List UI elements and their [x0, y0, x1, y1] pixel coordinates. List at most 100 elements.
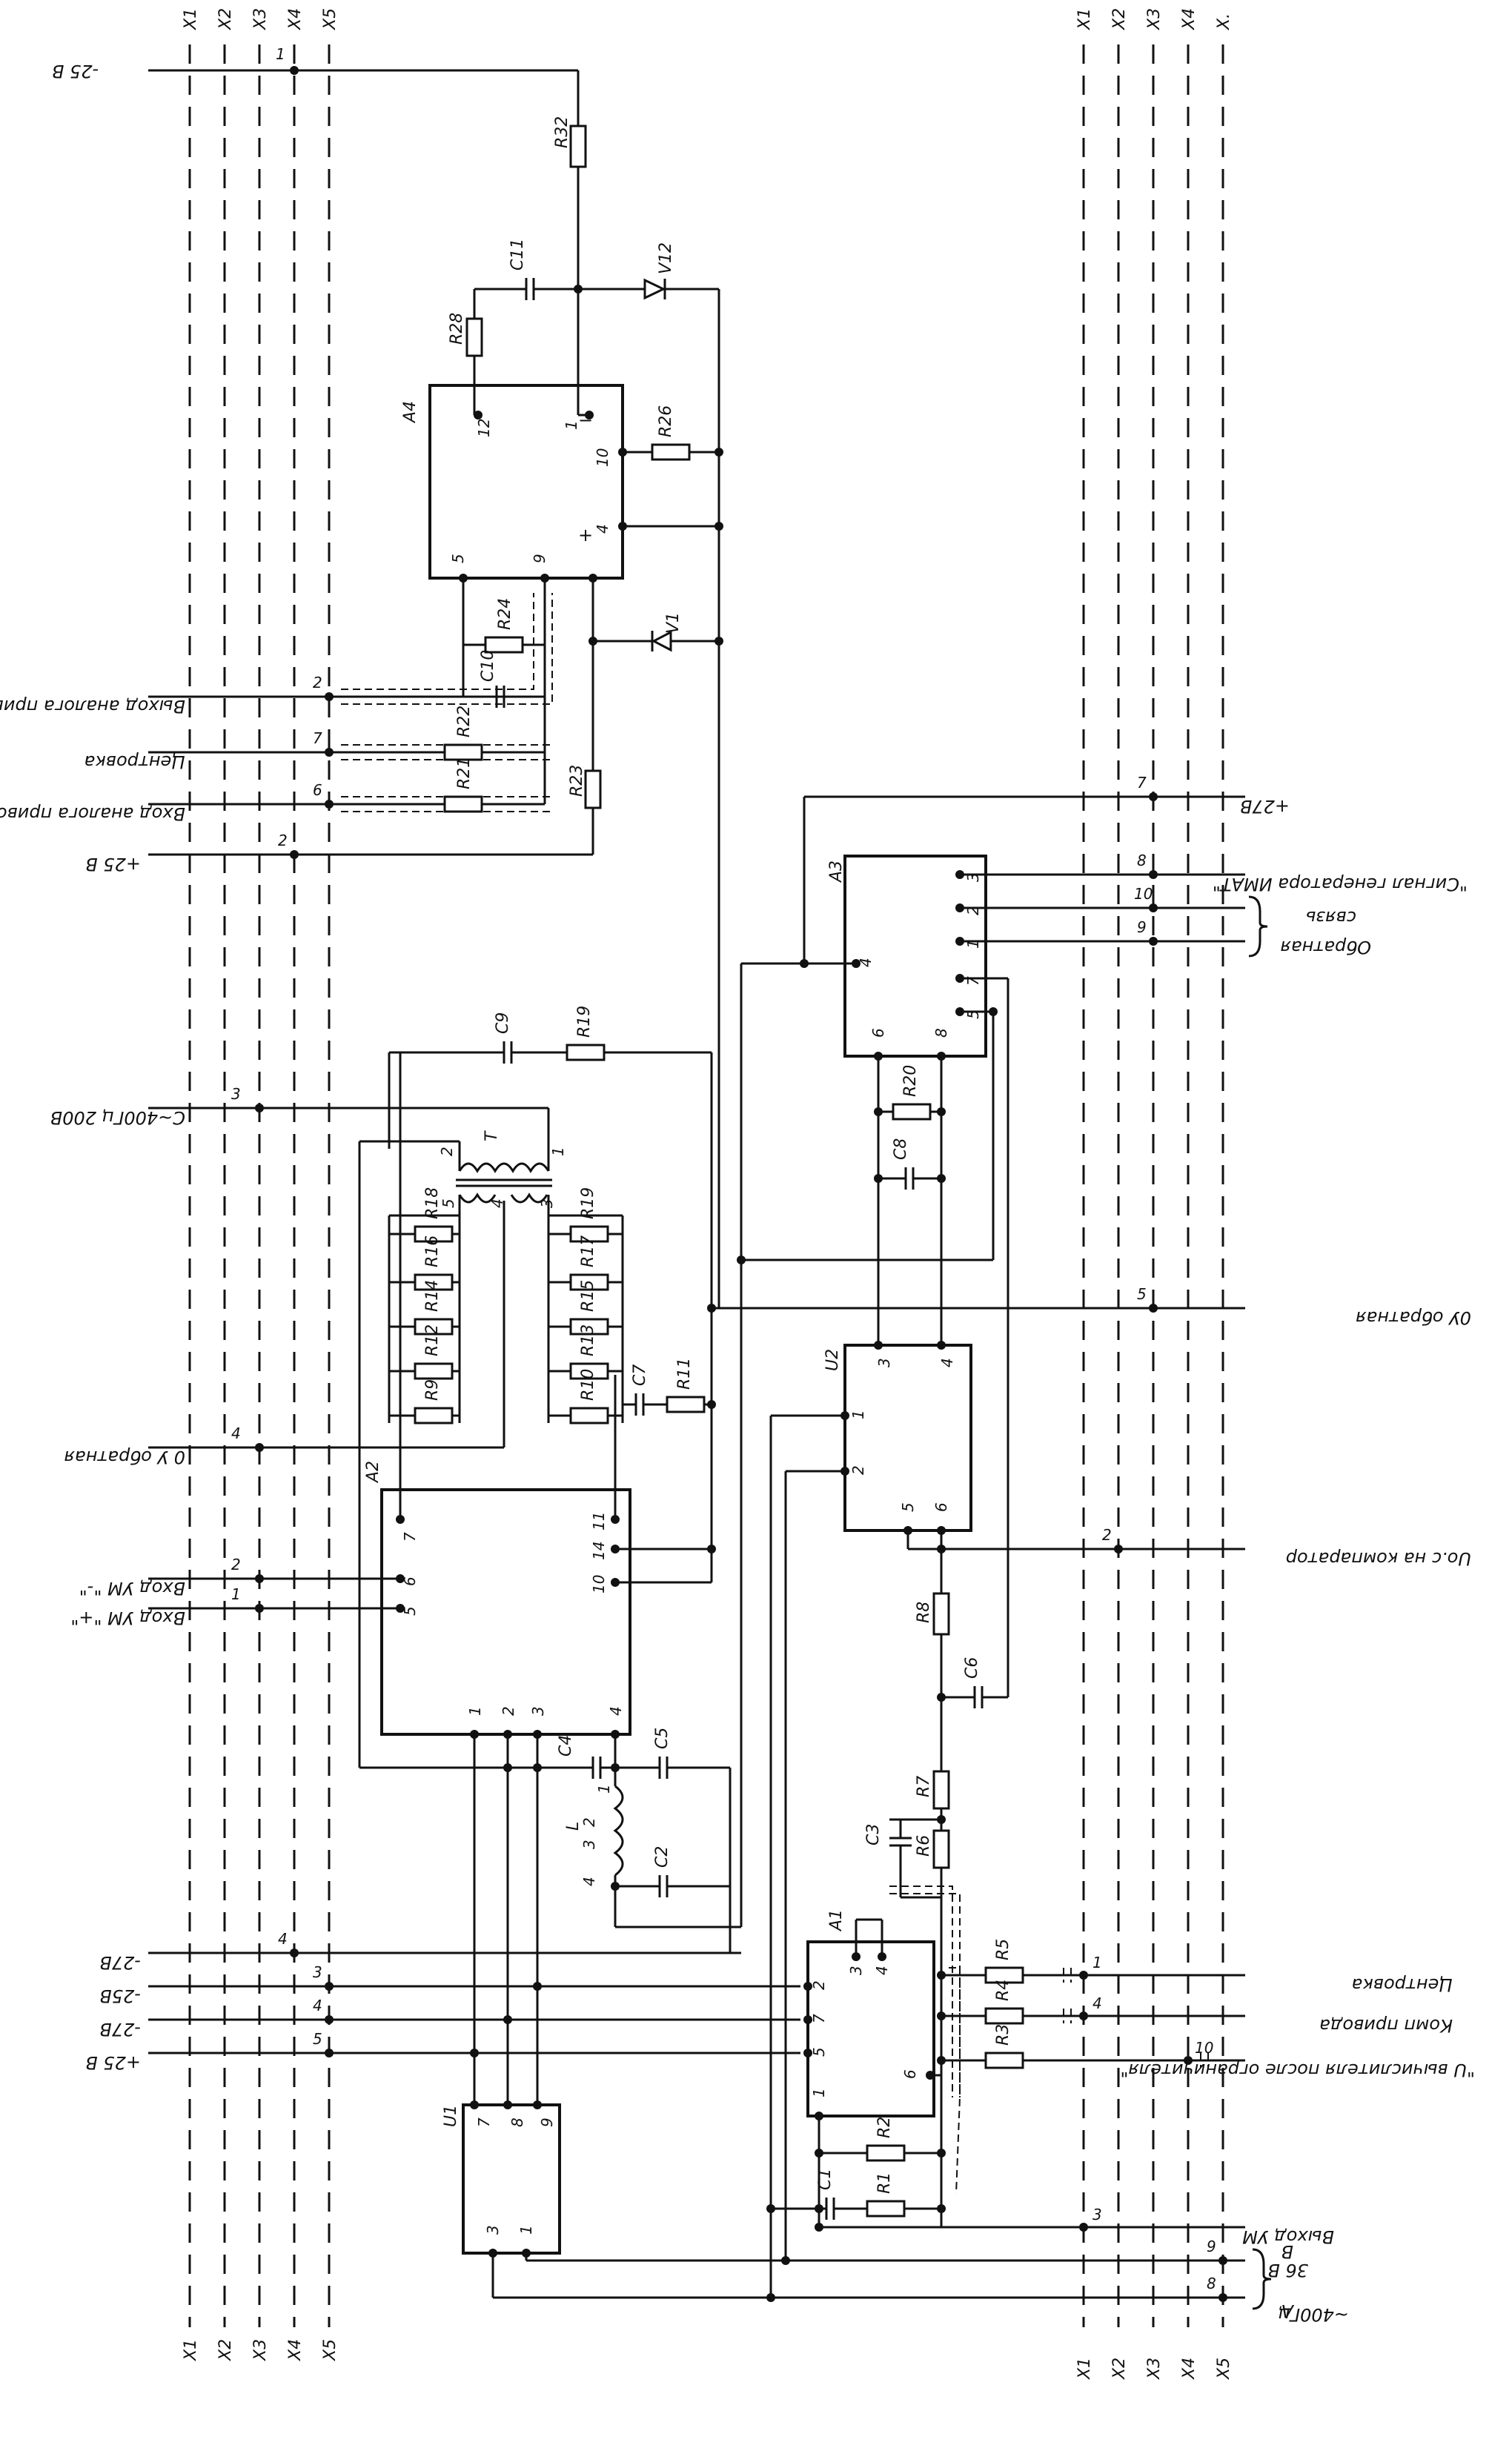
component-label: C9: [494, 1012, 512, 1034]
junction-dot: [611, 1882, 620, 1891]
pin-dot: [955, 903, 964, 912]
component-label: C10: [479, 650, 497, 682]
junction-dot: [707, 1400, 716, 1409]
component-label: R17: [579, 1236, 597, 1267]
signal-label: Выход УМ: [1242, 2226, 1334, 2247]
component-label: C1: [816, 2169, 835, 2190]
junction-dot: [255, 1574, 264, 1583]
transformer-primary: [458, 1162, 550, 1173]
component-label: R24: [496, 598, 514, 630]
resistor-r2: [866, 2144, 906, 2162]
block-u2: U2 3 4 1 2 5 6 R8 C6 R7 R6: [769, 1341, 1008, 2261]
pin-number: 9: [538, 2117, 556, 2127]
pin-number: 10: [594, 448, 611, 467]
pin-dot: [955, 937, 964, 946]
block-u1: U1 7 8 9 3 1: [442, 1763, 561, 2298]
resistor-r4: [984, 2007, 1024, 2025]
junction-dot: [1079, 2223, 1088, 2232]
junction-dot: [290, 66, 299, 75]
pin-number: 4: [488, 1198, 506, 1208]
bus-label: X2: [1110, 2358, 1129, 2380]
pin-number: 3: [313, 1963, 322, 1981]
pin-number: 4: [231, 1425, 241, 1442]
component-label: R12: [423, 1324, 442, 1356]
junction-dot: [1218, 2293, 1227, 2302]
bus-label: X1: [1075, 2358, 1094, 2380]
pin-number: 1: [276, 45, 285, 63]
junction-dot: [533, 1763, 542, 1772]
pin-number: 5: [401, 1606, 419, 1616]
pin-number: 1: [549, 1147, 567, 1156]
signal-label: -27В: [99, 1952, 141, 1973]
junction-dot: [989, 1007, 998, 1016]
resistor-r28: [651, 443, 691, 461]
junction-dot: [937, 1815, 946, 1824]
component-label: R21: [455, 757, 474, 789]
pin-dot: [852, 1952, 861, 1961]
pin-number: 11: [590, 1512, 608, 1530]
shield-line: [949, 1967, 961, 2195]
junction-dot: [937, 1174, 946, 1183]
pin-number: 8: [932, 1028, 950, 1038]
pin-number: 3: [1092, 2206, 1102, 2223]
component-label: R2: [875, 2117, 894, 2138]
junction-dot: [937, 2011, 946, 2020]
bus-label: X3: [1145, 2358, 1164, 2380]
signal-label: 0 У обратная: [64, 1447, 185, 1467]
component-label: R10: [579, 1369, 597, 1401]
pin-number: 1: [810, 2088, 828, 2097]
junction-dot: [290, 1948, 299, 1957]
component-label: C6: [963, 1657, 981, 1679]
shield-line: [889, 1885, 953, 2097]
component-label: C2: [653, 1846, 672, 1868]
shield-line: [1200, 2053, 1209, 2068]
left-bus: [188, 44, 331, 2327]
pin-number: 8: [1137, 852, 1147, 869]
pin-number: 6: [901, 2069, 919, 2079]
pin-number: 7: [475, 2117, 493, 2127]
bus-label: X3: [251, 8, 270, 30]
pin-number: 3: [529, 1706, 547, 1716]
junction-dot: [325, 800, 334, 809]
junction-dot: [714, 522, 723, 531]
signal-label: Центровка: [84, 752, 185, 772]
pin-number: 7: [810, 2014, 828, 2023]
block-a3: A3 3 2 1 7 5 4 6 8 R20: [737, 797, 1009, 1697]
resistor-r12: [414, 1362, 454, 1380]
pin-number: 10: [590, 1575, 608, 1593]
component-label: V12: [657, 242, 675, 274]
pin-number: 2: [849, 1465, 867, 1475]
resistor-r10: [569, 1407, 609, 1425]
polarity-mark: −: [578, 410, 593, 431]
pin-number: 4: [857, 958, 875, 967]
bus-label: X4: [286, 2339, 305, 2361]
signal-label: Комп привода: [1319, 2015, 1453, 2036]
resistor-r32: [569, 125, 587, 168]
junction-dot: [1114, 1545, 1123, 1553]
block-outline: [428, 384, 624, 580]
pin-number: 3: [964, 872, 982, 882]
signal-label: -25В: [99, 1986, 141, 2006]
bus-label: X2: [216, 2339, 235, 2361]
pin-number: 6: [313, 781, 322, 799]
pin-number: 2: [580, 1817, 598, 1827]
pin-number: 2: [500, 1706, 517, 1716]
block-label: U1: [442, 2105, 460, 2127]
junction-dot: [737, 1256, 746, 1264]
bus-label: X1: [182, 8, 200, 30]
component-label: R3: [994, 2024, 1012, 2046]
junction-dot: [937, 2056, 946, 2065]
pin-number: 3: [231, 1085, 241, 1103]
pin-number: 8: [1207, 2275, 1216, 2292]
shield-line: [1063, 1968, 1072, 1983]
component-label: R16: [423, 1236, 442, 1267]
pin-number: 3: [538, 1198, 556, 1208]
signal-label: В: [1281, 2241, 1293, 2262]
pin-number: 9: [1207, 2238, 1216, 2255]
bus-label: X3: [251, 2339, 270, 2361]
block-a2: A2 7 6 5 11 14 10 1 2 3 4 C9 R: [259, 962, 804, 2105]
pin-number: 4: [873, 1966, 891, 1975]
bus-label: X1: [182, 2339, 200, 2361]
block-outline: [843, 855, 987, 1058]
